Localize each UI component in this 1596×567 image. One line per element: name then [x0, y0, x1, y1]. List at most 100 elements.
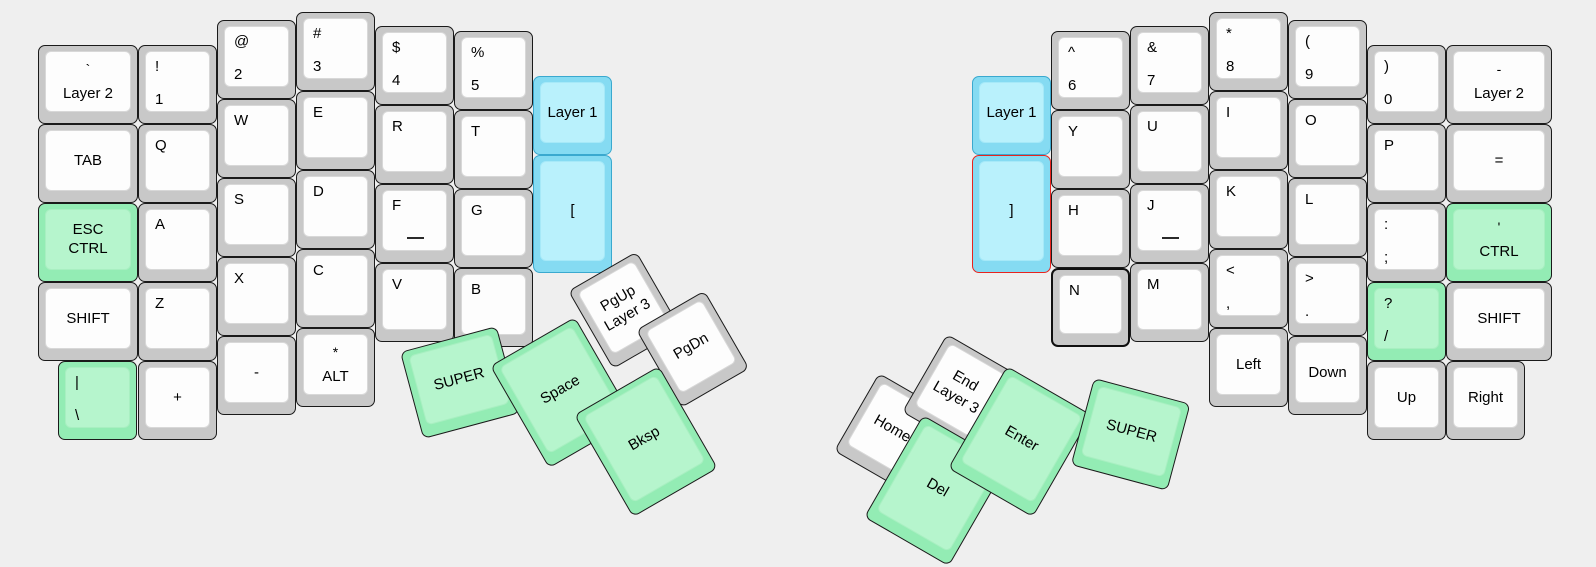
key-legend-main: Down [1308, 363, 1347, 381]
key-k[interactable]: K [1209, 170, 1288, 249]
key-u[interactable]: U [1130, 105, 1209, 184]
key-6[interactable]: ^6 [1051, 31, 1130, 110]
key-legend-main: B [471, 281, 482, 298]
key-x[interactable]: X [217, 257, 296, 336]
key-o[interactable]: O [1288, 99, 1367, 178]
key-legend: I [1217, 98, 1280, 157]
key-w[interactable]: W [217, 99, 296, 178]
key-layer1-right[interactable]: Layer 1 [972, 76, 1051, 155]
key-1[interactable]: !1 [138, 45, 217, 124]
key-m[interactable]: M [1130, 263, 1209, 342]
key-bracket-left[interactable]: [ [533, 155, 612, 273]
key-bracket-right[interactable]: ] [972, 155, 1051, 273]
key-9[interactable]: (9 [1288, 20, 1367, 99]
key-l[interactable]: L [1288, 178, 1367, 257]
key-legend-main: H [1068, 202, 1079, 219]
key-minus-layer2[interactable]: -Layer 2 [1446, 45, 1552, 124]
key-plus[interactable]: + [138, 361, 217, 440]
key-z[interactable]: Z [138, 282, 217, 361]
key-a[interactable]: A [138, 203, 217, 282]
key-5[interactable]: %5 [454, 31, 533, 110]
key-legend-main: Del [923, 474, 952, 501]
key-pipe-backslash[interactable]: |\ [58, 361, 137, 440]
key-minus[interactable]: - [217, 336, 296, 415]
key-layer1-left[interactable]: Layer 1 [533, 76, 612, 155]
key-legend: Left [1217, 335, 1280, 394]
key-4[interactable]: $4 [375, 26, 454, 105]
key-down[interactable]: Down [1288, 336, 1367, 415]
key-legend-main: 5 [471, 77, 480, 95]
key-legend-main: Q [155, 137, 167, 154]
key-quote-ctrl[interactable]: 'CTRL [1446, 203, 1552, 282]
key-r[interactable]: R [375, 105, 454, 184]
key-legend: - [225, 343, 288, 402]
key-f[interactable]: F [375, 184, 454, 263]
key-legend: S [225, 185, 288, 244]
key-shift-left[interactable]: SHIFT [38, 282, 138, 361]
key-legend: X [225, 264, 288, 323]
key-8[interactable]: *8 [1209, 12, 1288, 91]
key-semicolon[interactable]: :; [1367, 203, 1446, 282]
key-shift-right[interactable]: SHIFT [1446, 282, 1552, 361]
key-legend: N [1060, 276, 1121, 333]
key-t[interactable]: T [454, 110, 533, 189]
key-y[interactable]: Y [1051, 110, 1130, 189]
key-c[interactable]: C [296, 249, 375, 328]
key-j[interactable]: J [1130, 184, 1209, 263]
key-d[interactable]: D [296, 170, 375, 249]
key-legend-main: SHIFT [66, 309, 110, 327]
key-slash[interactable]: ?/ [1367, 282, 1446, 361]
keycap-surface: O [1295, 105, 1360, 166]
key-asterisk-alt[interactable]: *ALT [296, 328, 375, 407]
key-legend: (9 [1296, 27, 1359, 86]
key-period[interactable]: >. [1288, 257, 1367, 336]
keycap-surface: Right [1453, 367, 1518, 428]
key-legend: V [383, 270, 446, 329]
key-left[interactable]: Left [1209, 328, 1288, 407]
key-comma[interactable]: <, [1209, 249, 1288, 328]
keycap-surface: )0 [1374, 51, 1439, 112]
key-legend-top: % [471, 44, 485, 61]
key-legend-main: / [1384, 328, 1389, 346]
key-legend-main: I [1226, 104, 1231, 121]
key-legend-main: N [1069, 282, 1080, 299]
key-legend: Layer 1 [980, 83, 1043, 142]
keycap-surface: A [145, 209, 210, 270]
key-super-right[interactable]: SUPER [1070, 378, 1191, 491]
key-7[interactable]: &7 [1130, 26, 1209, 105]
key-legend-top: # [313, 25, 322, 42]
key-legend: SUPER [410, 335, 509, 424]
key-q[interactable]: Q [138, 124, 217, 203]
key-legend-main: 2 [234, 66, 243, 84]
key-p[interactable]: P [1367, 124, 1446, 203]
key-e[interactable]: E [296, 91, 375, 170]
key-legend: + [146, 368, 209, 427]
key-0[interactable]: )0 [1367, 45, 1446, 124]
key-grave-layer2[interactable]: `Layer 2 [38, 45, 138, 124]
key-tab[interactable]: TAB [38, 124, 138, 203]
key-s[interactable]: S [217, 178, 296, 257]
key-right[interactable]: Right [1446, 361, 1525, 440]
key-legend-main: Y [1068, 123, 1079, 140]
keycap-surface: %5 [461, 37, 526, 98]
key-legend: A [146, 210, 209, 269]
key-equal[interactable]: = [1446, 124, 1552, 203]
key-legend-main: CTRL [68, 239, 108, 257]
key-g[interactable]: G [454, 189, 533, 268]
keycap-surface: + [145, 367, 210, 428]
key-h[interactable]: H [1051, 189, 1130, 268]
key-2[interactable]: @2 [217, 20, 296, 99]
keycap-surface: $4 [382, 32, 447, 93]
keycap-surface: ] [979, 161, 1044, 261]
key-3[interactable]: #3 [296, 12, 375, 91]
key-i[interactable]: I [1209, 91, 1288, 170]
key-v[interactable]: V [375, 263, 454, 342]
key-n[interactable]: N [1051, 268, 1130, 347]
keycap-surface: [ [540, 161, 605, 261]
keycap-surface: M [1137, 269, 1202, 330]
key-legend: Y [1059, 117, 1122, 176]
key-legend-top: & [1147, 39, 1158, 56]
key-legend: K [1217, 177, 1280, 236]
key-up[interactable]: Up [1367, 361, 1446, 440]
